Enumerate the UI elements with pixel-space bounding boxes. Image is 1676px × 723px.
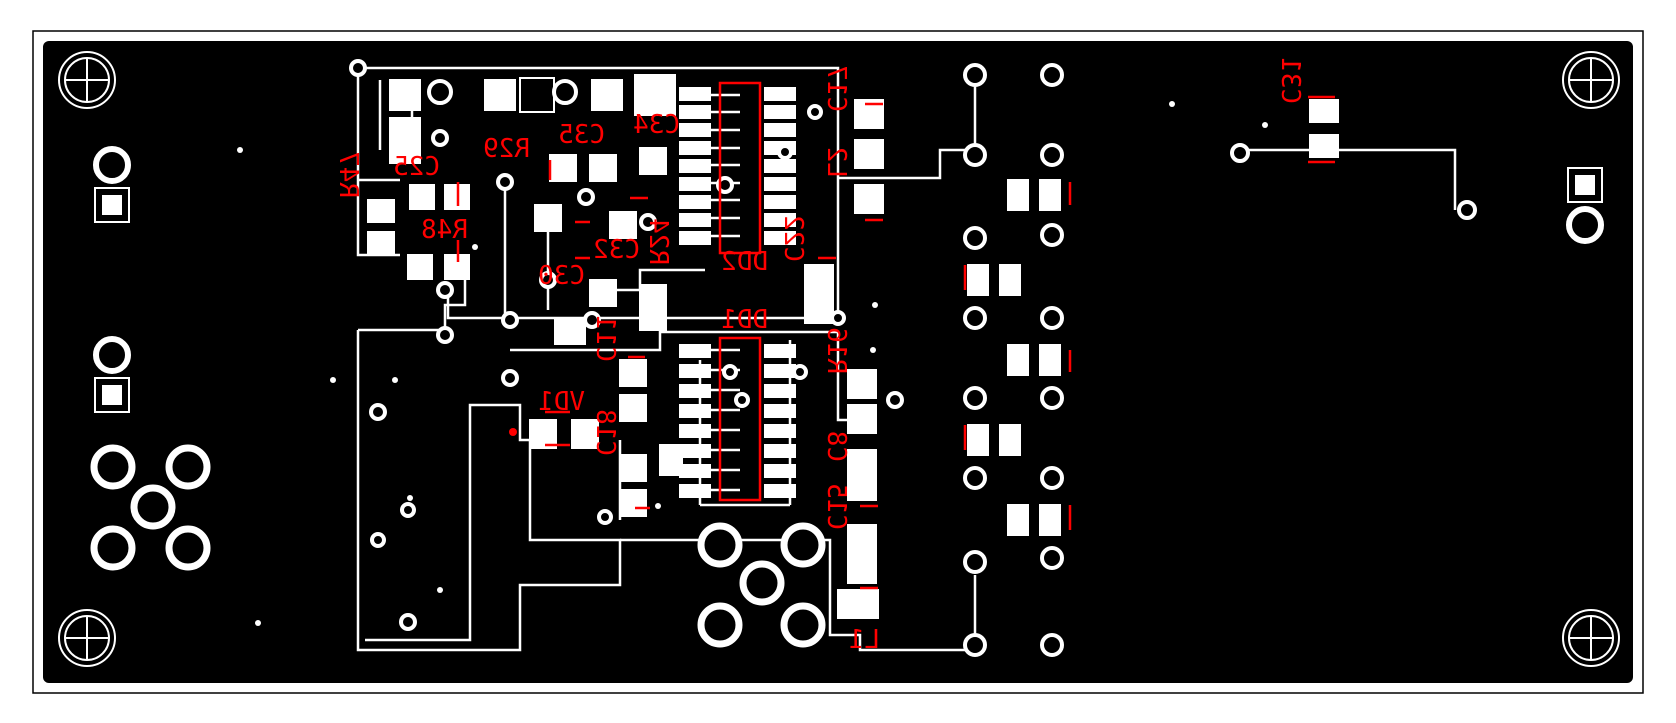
label-l2: L2 [821,147,851,178]
silkscreen-labels: C25 R29 C35 C34 C17 R47 R48 C32 C30 R24 … [333,57,1305,655]
label-c15: C15 [821,483,851,530]
label-c32: C32 [593,235,640,265]
trace-outline-left [356,330,622,652]
label-c8: C8 [821,431,851,462]
dd2-outline [718,81,762,255]
label-c30: C30 [538,261,585,291]
trace-left-loop [358,255,467,332]
label-r47: R47 [333,151,363,198]
mounting-hole-bottom-left [58,609,116,667]
label-r16: R16 [821,327,851,374]
trace-top-right [838,75,977,180]
connector-j3 [1566,167,1604,244]
fiducial-dots [237,101,1268,626]
silkscreen-outlines [456,81,1335,590]
ring-pad-cluster-center [697,522,826,648]
copper-pads [90,74,1604,648]
mounting-holes [58,51,1620,667]
label-c31: C31 [1275,57,1305,104]
label-c17: C17 [821,65,851,112]
label-l1: L1 [849,625,880,655]
vias [349,59,1477,657]
label-r29: R29 [483,134,530,164]
connector-j2 [93,336,131,413]
mounting-hole-bottom-right [1562,609,1620,667]
label-c25: C25 [393,152,440,182]
connector-j1 [93,146,131,223]
mounting-hole-top-left [58,51,116,109]
trace-middle-bus [510,330,870,422]
label-vd1: VD1 [538,387,585,417]
pin1-marker [509,428,517,436]
label-c18: C18 [590,409,620,456]
mounting-hole-top-right [1562,51,1620,109]
label-c34: C34 [633,110,680,140]
label-c22: C22 [778,215,808,262]
label-r24: R24 [643,218,673,265]
label-dd1: DD1 [721,305,768,335]
dd1-outline [718,336,762,502]
label-c35: C35 [558,120,605,150]
label-c11: C11 [590,315,620,362]
label-dd2: DD2 [721,247,768,277]
label-r48: R48 [421,215,468,245]
ring-pad-cluster-left [90,444,211,571]
